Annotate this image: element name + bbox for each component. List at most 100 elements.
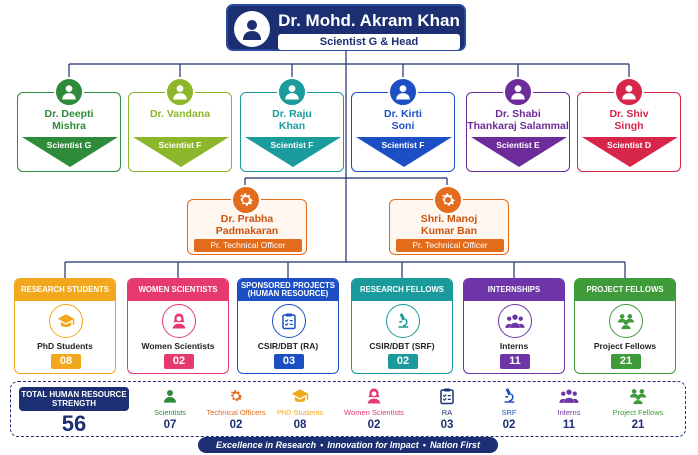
officer-name: Padmakaran: [215, 225, 279, 237]
category-label: Project Fellows: [593, 341, 657, 351]
motto-item: Excellence in Research: [216, 440, 317, 450]
total-value: 56: [61, 411, 87, 436]
stat-item: SRF 02: [472, 387, 546, 431]
stat-item: RA 03: [410, 387, 484, 431]
stat-value: 08: [293, 419, 307, 431]
team-icon: [609, 304, 643, 338]
motto-item: Innovation for Impact: [327, 440, 419, 450]
officer-role: Pr. Technical Officer: [194, 239, 302, 252]
role-ribbon: [356, 137, 452, 167]
stat-value: 02: [367, 419, 381, 431]
stat-item: PhD Students 08: [263, 387, 337, 431]
category-card: SPONSORED PROJECTS (HUMAN RESOURCE) CSIR…: [237, 278, 339, 374]
category-count: 11: [500, 354, 530, 369]
scientist-name: Dr. Deepti: [44, 108, 94, 120]
summary-panel: TOTAL HUMAN RESOURCE STRENGTH 56 Scienti…: [10, 381, 686, 437]
scientist-role: Scientist E: [496, 140, 540, 150]
role-ribbon: [245, 137, 341, 167]
category-label: CSIR/DBT (RA): [257, 341, 319, 351]
stat-item: Women Scientists 02: [337, 387, 411, 431]
officer-name: Dr. Prabha: [220, 213, 274, 225]
stat-label: PhD Students: [276, 408, 324, 417]
person-icon: [277, 77, 307, 107]
person-icon: [165, 77, 195, 107]
stat-item: Interns 11: [532, 387, 606, 431]
category-card: INTERNSHIPS Interns 11: [463, 278, 565, 374]
head-name: Dr. Mohd. Akram Khan: [278, 11, 460, 30]
motto-footer: Excellence in Research•Innovation for Im…: [198, 437, 498, 453]
category-count: 08: [51, 354, 81, 369]
stat-value: 07: [163, 419, 177, 431]
head-role: Scientist G & Head: [278, 34, 460, 50]
scientist-role: Scientist G: [46, 140, 92, 150]
scientist-name: Dr. Shiv: [609, 108, 649, 120]
scientist-role: Scientist F: [270, 140, 314, 150]
category-header: WOMEN SCIENTISTS: [128, 279, 228, 301]
scientist-name: Dr. Kirti: [384, 108, 422, 120]
stat-value: 21: [631, 419, 645, 431]
person-icon: [388, 77, 418, 107]
category-card: RESEARCH FELLOWS CSIR/DBT (SRF) 02: [351, 278, 453, 374]
category-label: CSIR/DBT (SRF): [369, 341, 435, 351]
scientist-name: Khan: [278, 120, 306, 132]
category-count: 21: [611, 354, 641, 369]
person-icon: [614, 77, 644, 107]
scientist-name: Dr. Raju: [272, 108, 312, 120]
clipboard-icon: [410, 387, 484, 405]
group-icon: [532, 387, 606, 405]
stat-value: 02: [502, 419, 516, 431]
stat-label: Scientists: [153, 408, 187, 417]
person-icon: [54, 77, 84, 107]
graduation-cap-icon: [263, 387, 337, 405]
stat-label: Interns: [557, 408, 581, 417]
stat-label: Women Scientists: [344, 408, 404, 417]
total-label: TOTAL HUMAN RESOURCE STRENGTH: [19, 387, 129, 411]
scientist-name: Singh: [614, 120, 644, 132]
woman-icon: [337, 387, 411, 405]
scientist-role: Scientist D: [607, 140, 651, 150]
category-label: Women Scientists: [141, 341, 215, 351]
scientist-role: Scientist F: [381, 140, 425, 150]
scientist-name: Dr. Vandana: [149, 108, 211, 120]
category-card: PROJECT FELLOWS Project Fellows 21: [574, 278, 676, 374]
microscope-icon: [386, 304, 420, 338]
person-icon: [234, 11, 270, 47]
category-count: 03: [274, 354, 304, 369]
stat-label: Technical Officers: [206, 408, 266, 417]
woman-icon: [162, 304, 196, 338]
category-header: RESEARCH STUDENTS: [15, 279, 115, 301]
stat-item: Project Fellows 21: [601, 387, 675, 431]
category-header: RESEARCH FELLOWS: [352, 279, 452, 301]
gear-icon: [199, 387, 273, 405]
category-count: 02: [388, 354, 418, 369]
stat-value: 02: [229, 419, 243, 431]
person-icon: [503, 77, 533, 107]
category-header: PROJECT FELLOWS: [575, 279, 675, 301]
scientist-name: Thankaraj Salammal: [467, 120, 569, 132]
head-card: Dr. Mohd. Akram Khan Scientist G & Head: [226, 4, 466, 51]
microscope-icon: [472, 387, 546, 405]
category-label: Interns: [499, 341, 529, 351]
team-icon: [601, 387, 675, 405]
officer-name: Kumar Ban: [420, 225, 477, 237]
officer-name: Shri. Manoj: [420, 213, 478, 225]
role-ribbon: [133, 137, 229, 167]
category-card: RESEARCH STUDENTS PhD Students 08: [14, 278, 116, 374]
category-count: 02: [164, 354, 194, 369]
stat-label: SRF: [501, 408, 517, 417]
scientist-name: Mishra: [52, 120, 86, 132]
stat-item: Scientists 07: [133, 387, 207, 431]
motto-item: Nation First: [429, 440, 480, 450]
graduation-cap-icon: [49, 304, 83, 338]
role-ribbon: [582, 137, 678, 167]
gear-icon: [231, 185, 261, 215]
scientist-name: Dr. Shabi: [495, 108, 541, 120]
officer-role: Pr. Technical Officer: [396, 239, 504, 252]
category-header: SPONSORED PROJECTS (HUMAN RESOURCE): [238, 279, 338, 301]
clipboard-icon: [272, 304, 306, 338]
category-label: PhD Students: [37, 341, 93, 351]
stat-label: RA: [441, 408, 453, 417]
